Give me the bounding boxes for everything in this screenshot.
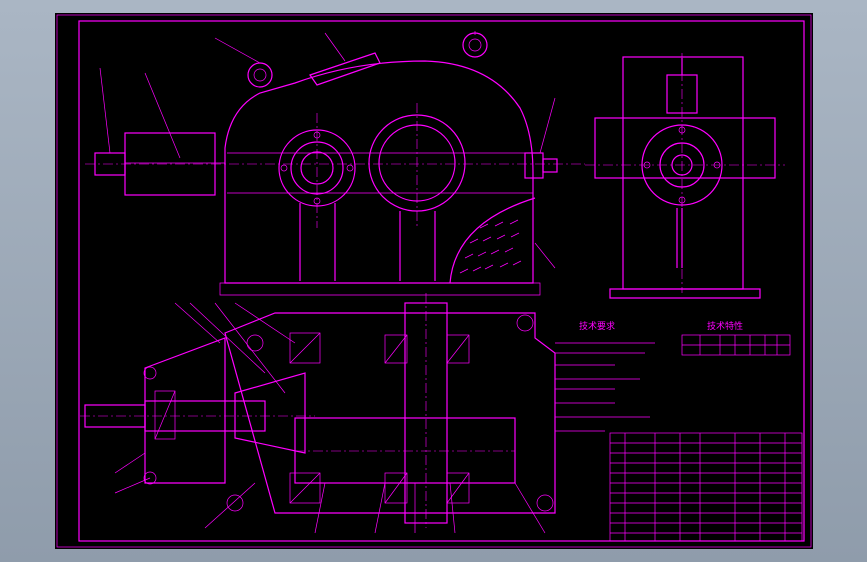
technical-requirements-block: 技术要求 <box>555 320 655 432</box>
technical-characteristics-title: 技术特性 <box>707 320 743 332</box>
part-leaders <box>99 31 556 534</box>
side-view <box>585 53 785 299</box>
gearbox-assembly-drawing: 技术要求 技术特性 <box>56 14 812 548</box>
top-section-view <box>80 293 556 528</box>
cad-drawing-viewport[interactable]: 技术要求 技术特性 <box>55 13 813 549</box>
technical-requirements-title: 技术要求 <box>579 320 615 332</box>
sheet-outer-border <box>56 14 812 548</box>
technical-characteristics-table: 技术特性 <box>681 320 791 356</box>
sheet-inner-border <box>78 20 805 542</box>
title-block <box>609 432 803 542</box>
front-view <box>85 32 585 296</box>
